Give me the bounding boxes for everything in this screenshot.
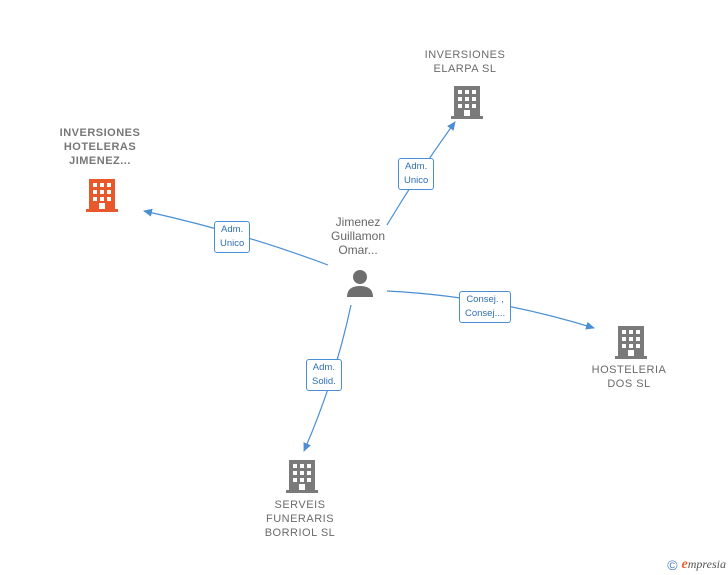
edge-label-line: Adm. [405, 161, 428, 172]
node-label-person[interactable]: Jimenez Guillamon Omar... [308, 215, 408, 257]
edge-label-line: Solid. [312, 376, 336, 387]
person-icon[interactable] [347, 270, 373, 297]
node-label-inversiones-elarpa[interactable]: INVERSIONES ELARPA SL [405, 48, 525, 76]
node-label-line: JIMENEZ... [69, 155, 131, 167]
building-icon-hosteleria[interactable] [615, 326, 647, 359]
node-label-line: HOSTELERIA [591, 364, 667, 376]
edge-label-line: Unico [404, 175, 429, 186]
edge-label-hoteleras[interactable]: Adm. Unico [214, 221, 251, 253]
edge-label-line: Adm. [312, 362, 335, 373]
node-label-line: ELARPA SL [433, 63, 497, 75]
edge-label-line: Consej. , [466, 294, 504, 305]
edge-label-elarpa[interactable]: Adm. Unico [398, 158, 435, 190]
edge-label-hosteleria[interactable]: Consej. , Consej.... [459, 291, 512, 323]
node-label-inversiones-hoteleras[interactable]: INVERSIONES HOTELERAS JIMENEZ... [40, 126, 160, 168]
node-label-hosteleria-dos[interactable]: HOSTELERIA DOS SL [569, 363, 689, 391]
building-icon-hoteleras[interactable] [86, 179, 118, 212]
node-label-serveis-funeraris[interactable]: SERVEIS FUNERARIS BORRIOL SL [240, 498, 360, 540]
node-label-line: Jimenez [335, 215, 381, 229]
node-label-line: Guillamon [330, 229, 386, 243]
edge-label-serveis[interactable]: Adm. Solid. [306, 359, 342, 391]
edge-label-line: Adm. [221, 224, 244, 235]
node-label-line: HOTELERAS [63, 141, 137, 153]
node-label-line: DOS SL [607, 378, 651, 390]
brand-logo: empresia [682, 557, 726, 573]
node-label-line: INVERSIONES [424, 49, 506, 61]
node-label-line: Omar... [338, 243, 378, 257]
building-icon-serveis[interactable] [286, 460, 318, 493]
building-icon-elarpa[interactable] [451, 86, 483, 119]
footer-brand[interactable]: © empresia [667, 557, 726, 573]
copyright-icon: © [667, 557, 678, 573]
node-label-line: BORRIOL SL [264, 527, 336, 539]
node-label-line: FUNERARIS [265, 513, 335, 525]
brand-rest: mpresia [687, 557, 726, 571]
node-label-line: INVERSIONES [59, 127, 141, 139]
node-label-line: SERVEIS [274, 499, 326, 511]
edge-label-line: Unico [220, 238, 245, 249]
brand-initial: e [681, 557, 688, 572]
edge-label-line: Consej.... [465, 308, 506, 319]
